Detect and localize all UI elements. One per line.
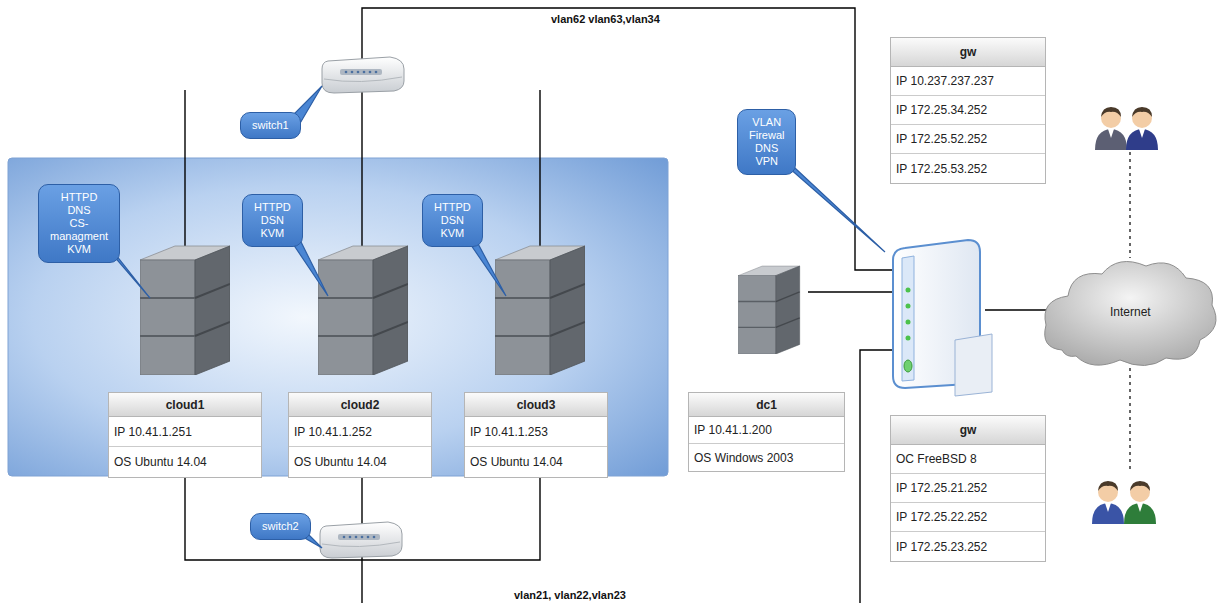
callout-text: switch1 [252,119,289,132]
vlan-label: vlan62 vlan63,vlan34 [549,13,662,25]
table-cell: IP 10.41.1.253 [465,417,607,447]
info-table: cloud3IP 10.41.1.253OS Ubuntu 14.04 [464,392,608,478]
table-cell: IP 10.237.237.237 [891,67,1045,96]
table-cell: OS Windows 2003 [689,444,844,471]
info-table: dc1IP 10.41.1.200OS Windows 2003 [688,392,845,472]
callout-bubble: VLAN Firewal DNS VPN [737,109,796,175]
table-cell: IP 10.41.1.251 [109,417,261,447]
table-cell: OS Ubuntu 14.04 [289,447,431,477]
vlan-label: vlan21, vlan22,vlan23 [512,589,628,601]
table-cell: IP 172.25.34.252 [891,96,1045,125]
table-header: cloud2 [289,393,431,417]
callout-text: switch2 [262,520,299,533]
table-cell: IP 10.41.1.200 [689,417,844,444]
callout-text: HTTPD DNS CS-managment KVM [50,191,108,256]
table-cell: IP 172.25.53.252 [891,154,1045,183]
callout-text: VLAN Firewal DNS VPN [749,116,784,168]
info-table: gwIP 10.237.237.237IP 172.25.34.252IP 17… [890,37,1046,184]
callout-bubble: switch1 [240,112,301,139]
info-table: gwOC FreeBSD 8IP 172.25.21.252IP 172.25.… [890,415,1046,562]
table-header: gw [891,416,1045,445]
table-cell: OC FreeBSD 8 [891,445,1045,474]
callout-text: HTTPD DSN KVM [254,201,291,240]
table-cell: IP 172.25.52.252 [891,125,1045,154]
info-table: cloud2IP 10.41.1.252OS Ubuntu 14.04 [288,392,432,478]
table-cell: IP 172.25.23.252 [891,532,1045,561]
callout-bubble: switch2 [250,513,311,540]
cloud-label: Internet [1110,305,1151,319]
table-header: gw [891,38,1045,67]
callout-bubble: HTTPD DSN KVM [242,194,303,247]
table-cell: IP 172.25.21.252 [891,474,1045,503]
callout-text: HTTPD DSN KVM [434,201,471,240]
internet-cloud: Internet [1108,303,1153,321]
table-cell: IP 172.25.22.252 [891,503,1045,532]
callout-bubble: HTTPD DNS CS-managment KVM [38,184,120,263]
table-header: cloud3 [465,393,607,417]
table-cell: OS Ubuntu 14.04 [465,447,607,477]
table-header: dc1 [689,393,844,417]
table-cell: IP 10.41.1.252 [289,417,431,447]
callout-bubble: HTTPD DSN KVM [422,194,483,247]
table-cell: OS Ubuntu 14.04 [109,447,261,477]
info-table: cloud1IP 10.41.1.251OS Ubuntu 14.04 [108,392,262,478]
table-header: cloud1 [109,393,261,417]
